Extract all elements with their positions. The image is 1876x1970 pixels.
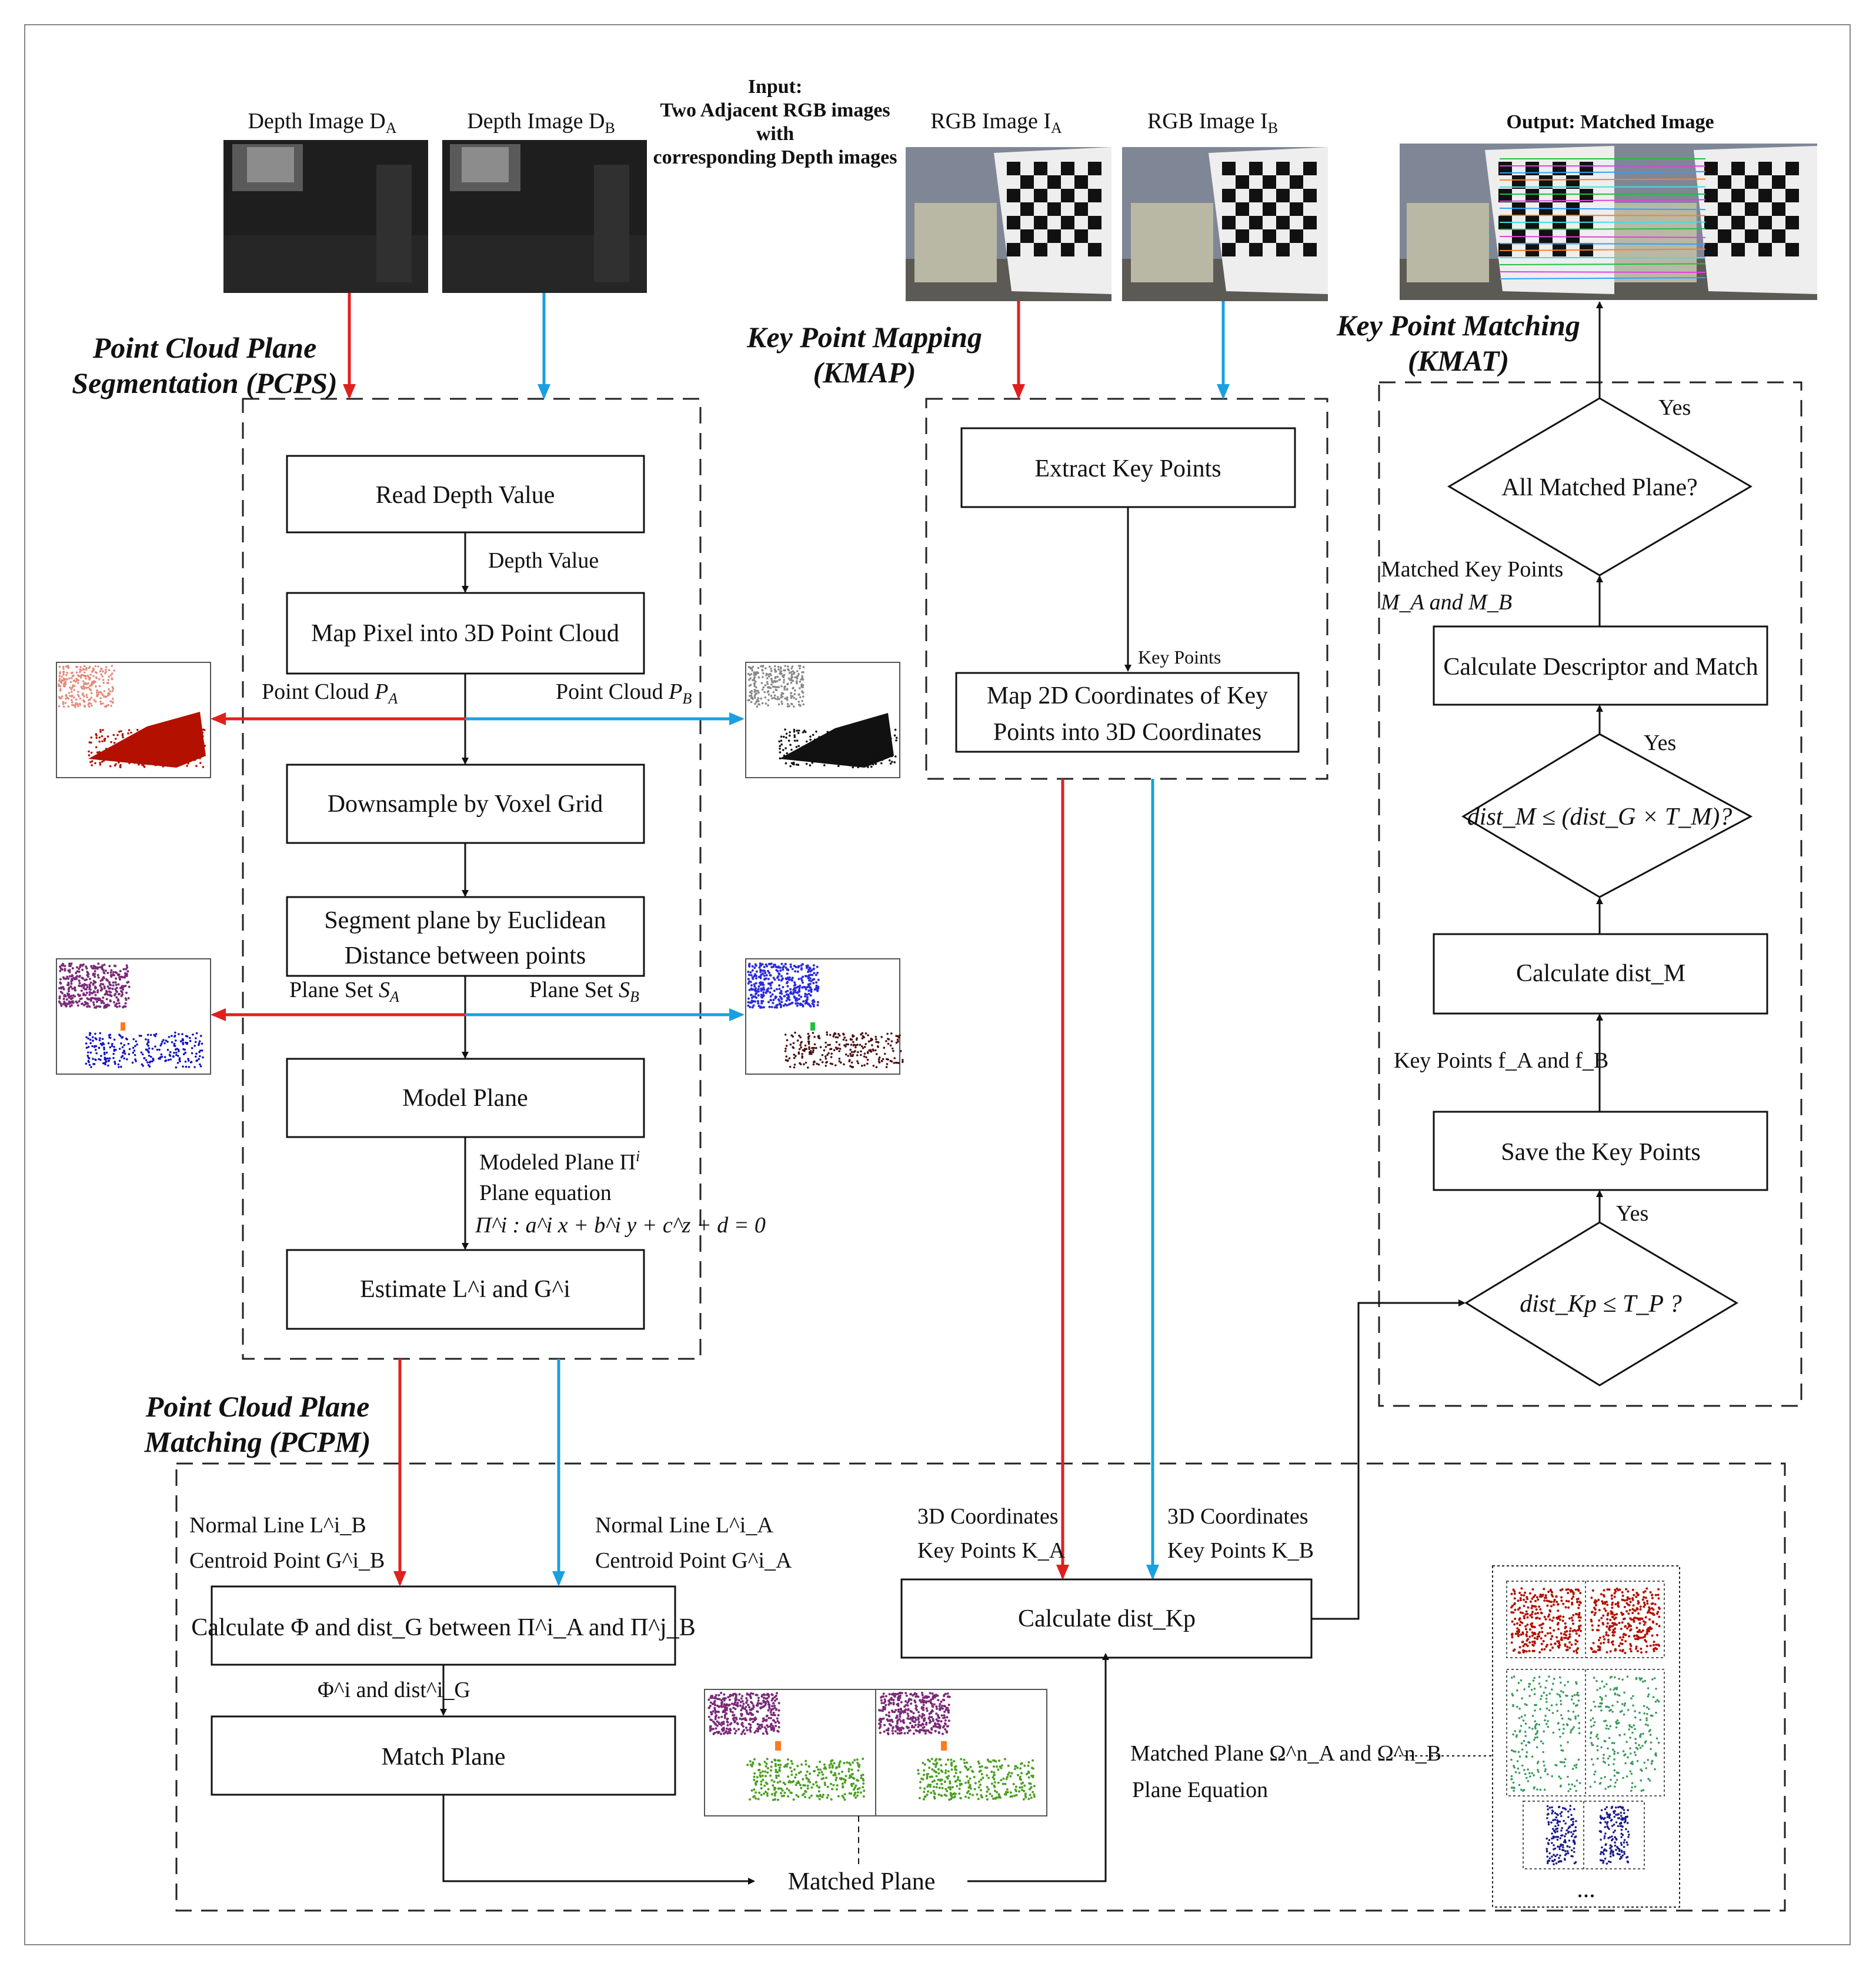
output-matched-image bbox=[1400, 144, 1817, 300]
map-2d-text-2: Points into 3D Coordinates bbox=[993, 719, 1261, 746]
pcpm-title-1: Point Cloud Plane bbox=[145, 1390, 370, 1423]
pcpm-title-2: Matching (PCPM) bbox=[144, 1425, 371, 1458]
point-cloud-a-thumbnail bbox=[56, 662, 211, 778]
matched-planes-panel bbox=[1493, 1566, 1680, 1907]
kmap-title-2: (KMAP) bbox=[813, 356, 916, 389]
read-depth-text: Read Depth Value bbox=[376, 482, 555, 509]
point-cloud-a-label: Point Cloud PA bbox=[262, 679, 398, 707]
rgb-a-label: RGB Image IA bbox=[930, 109, 1062, 136]
point-cloud-b-label: Point Cloud PB bbox=[556, 679, 692, 707]
centroid-a-label: Centroid Point G^i_A bbox=[595, 1548, 792, 1573]
plane-set-b-thumbnail bbox=[746, 959, 904, 1074]
plane-set-b-label: Plane Set SB bbox=[529, 978, 639, 1005]
estimate-text: Estimate L^i and G^i bbox=[360, 1276, 570, 1303]
depth-b-label: Depth Image DB bbox=[467, 109, 615, 136]
match-plane-text: Match Plane bbox=[381, 1744, 505, 1771]
depth-value-label: Depth Value bbox=[488, 548, 599, 573]
svg-text:corresponding Depth images: corresponding Depth images bbox=[653, 146, 897, 168]
map-pixel-text: Map Pixel into 3D Point Cloud bbox=[311, 620, 619, 647]
plane-equation-formula: Π^i : a^i x + b^i y + c^z + d = 0 bbox=[475, 1213, 766, 1238]
rgb-b-label: RGB Image IB bbox=[1147, 109, 1278, 136]
calc-dist-kp-text: Calculate dist_Kp bbox=[1018, 1605, 1196, 1632]
kmat-container bbox=[1379, 382, 1801, 1406]
segment-text-1: Segment plane by Euclidean bbox=[324, 907, 606, 934]
depth-a-label: Depth Image DA bbox=[248, 109, 396, 136]
pcps-title-2: Segmentation (PCPS) bbox=[72, 366, 337, 399]
kp-fa-fb-label: Key Points f_A and f_B bbox=[1394, 1048, 1608, 1073]
dist-m-cond-text: dist_M ≤ (dist_G × T_M)? bbox=[1467, 804, 1732, 831]
matched-kp-label-1: Matched Key Points bbox=[1381, 557, 1563, 582]
yes-top-label: Yes bbox=[1658, 395, 1691, 420]
point-cloud-b-thumbnail bbox=[746, 662, 900, 778]
phi-dist-label: Φ^i and dist^i_G bbox=[318, 1678, 470, 1702]
model-plane-text: Model Plane bbox=[402, 1085, 528, 1112]
panel-ellipsis: ... bbox=[1577, 1876, 1595, 1903]
matched-plane-image bbox=[705, 1689, 1047, 1816]
input-header: Input: Two Adjacent RGB images with corr… bbox=[653, 76, 897, 168]
calc-descriptor-text: Calculate Descriptor and Match bbox=[1443, 654, 1758, 681]
modeled-plane-label: Modeled Plane Πi bbox=[479, 1148, 640, 1175]
output-header: Output: Matched Image bbox=[1506, 111, 1714, 133]
pcps-title-1: Point Cloud Plane bbox=[92, 331, 317, 364]
key-points-label: Key Points bbox=[1138, 646, 1221, 668]
coord-b-label-2: Key Points K_B bbox=[1167, 1538, 1314, 1563]
plane-set-a-thumbnail bbox=[56, 959, 211, 1074]
matched-kp-label-2: M_A and M_B bbox=[1380, 590, 1512, 615]
map-2d-text-1: Map 2D Coordinates of Key bbox=[987, 682, 1268, 709]
yes-mid-label: Yes bbox=[1644, 731, 1676, 755]
normal-b-label: Normal Line L^i_B bbox=[189, 1513, 366, 1538]
coord-a-label-1: 3D Coordinates bbox=[917, 1504, 1059, 1529]
normal-a-label: Normal Line L^i_A bbox=[595, 1513, 773, 1538]
dist-kp-cond-text: dist_Kp ≤ T_P ? bbox=[1520, 1291, 1682, 1318]
svg-text:Input:: Input: bbox=[748, 76, 803, 98]
downsample-text: Downsample by Voxel Grid bbox=[328, 791, 603, 818]
kmat-title-2: (KMAT) bbox=[1408, 344, 1509, 377]
svg-text:Two Adjacent RGB images: Two Adjacent RGB images bbox=[660, 99, 890, 121]
rgb-image-b bbox=[1122, 147, 1328, 301]
matched-omega-label: Matched Plane Ω^n_A and Ω^n_B bbox=[1130, 1741, 1441, 1766]
save-kp-text: Save the Key Points bbox=[1501, 1139, 1700, 1166]
depth-image-b bbox=[442, 140, 647, 293]
coord-b-label-1: 3D Coordinates bbox=[1167, 1504, 1308, 1529]
plane-equation-small: Plane Equation bbox=[1132, 1778, 1268, 1802]
plane-equation-label: Plane equation bbox=[479, 1181, 612, 1205]
extract-kp-text: Extract Key Points bbox=[1034, 455, 1221, 482]
depth-image-a bbox=[223, 140, 428, 293]
coord-a-label-2: Key Points K_A bbox=[917, 1538, 1066, 1563]
segment-text-2: Distance between points bbox=[345, 942, 586, 969]
calc-phi-text: Calculate Φ and dist_G between Π^i_A and… bbox=[191, 1614, 695, 1641]
rgb-image-a bbox=[906, 147, 1111, 301]
svg-text:with: with bbox=[756, 123, 794, 145]
kmap-title-1: Key Point Mapping bbox=[746, 321, 982, 354]
matched-plane-label: Matched Plane bbox=[788, 1868, 936, 1895]
centroid-b-label: Centroid Point G^i_B bbox=[189, 1548, 385, 1573]
calc-dist-m-text: Calculate dist_M bbox=[1516, 960, 1685, 987]
plane-set-a-label: Plane Set SA bbox=[289, 978, 399, 1005]
all-matched-text: All Matched Plane? bbox=[1501, 474, 1698, 501]
yes-low-label: Yes bbox=[1616, 1201, 1648, 1226]
kmat-title-1: Key Point Matching bbox=[1336, 309, 1580, 342]
